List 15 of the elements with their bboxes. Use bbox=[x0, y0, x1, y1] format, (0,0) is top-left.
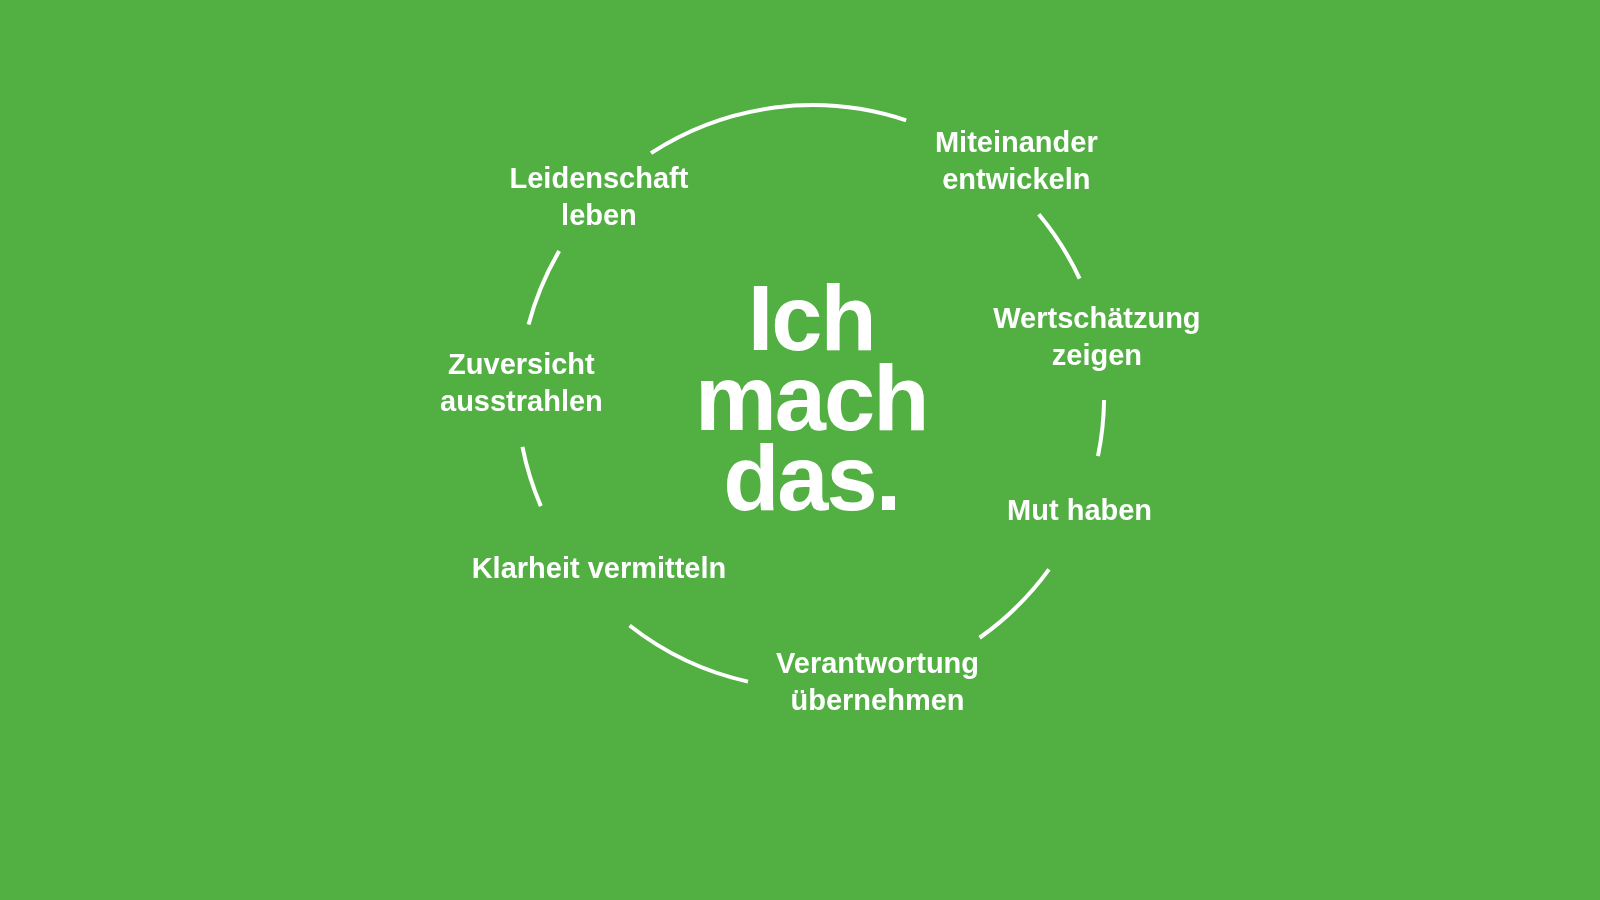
title-text: Ich mach das. bbox=[694, 277, 929, 518]
value-label: Mut haben bbox=[949, 491, 1210, 529]
value-label: Leidenschaft leben bbox=[468, 159, 729, 234]
value-label: Zuversicht ausstrahlen bbox=[391, 345, 652, 420]
value-label: Miteinander entwickeln bbox=[886, 124, 1147, 199]
arc-connector bbox=[1096, 399, 1107, 457]
value-label: Wertschätzung zeigen bbox=[966, 299, 1227, 374]
value-label: Verantwortung übernehmen bbox=[747, 644, 1008, 719]
arc-connector bbox=[978, 568, 1051, 640]
arc-connector bbox=[520, 446, 543, 507]
arc-connector bbox=[1037, 213, 1082, 280]
arc-connector bbox=[526, 250, 561, 326]
arc-connector bbox=[650, 103, 907, 155]
value-label: Klarheit vermitteln bbox=[468, 549, 729, 587]
arc-connector bbox=[628, 623, 749, 684]
